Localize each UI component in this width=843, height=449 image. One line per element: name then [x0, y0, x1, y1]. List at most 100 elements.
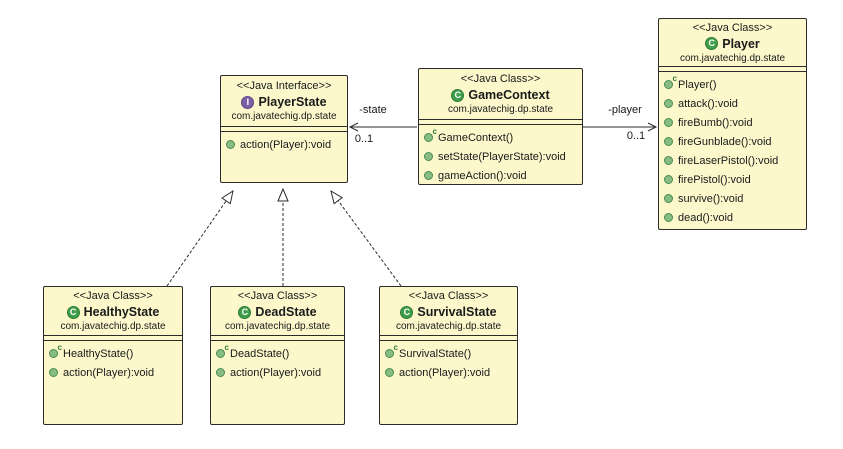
member-row: c SurvivalState(): [385, 344, 517, 363]
stereotype-label: <<Java Class>>: [237, 290, 318, 302]
methods-compartment: action(Player):void: [221, 132, 347, 182]
class-box-player: <<Java Class>> C Player com.javatechig.d…: [658, 18, 807, 230]
method-label: action(Player):void: [63, 366, 155, 379]
method-label: firePistol():void: [678, 173, 751, 186]
method-label: fireGunblade():void: [678, 135, 772, 148]
method-label: gameAction():void: [438, 169, 527, 182]
method-label: action(Player):void: [399, 366, 491, 379]
class-icon: C: [66, 305, 80, 319]
member-row: action(Player):void: [49, 363, 182, 382]
interface-icon: I: [241, 95, 255, 109]
class-name: GameContext: [468, 88, 550, 102]
method-icon: [424, 171, 433, 180]
method-label: survive():void: [678, 192, 744, 205]
association-state-label: -state: [359, 104, 387, 116]
method-icon: [664, 213, 673, 222]
member-row: dead():void: [664, 208, 806, 227]
realization-survivalstate-line: [331, 191, 402, 287]
constructor-icon: c: [664, 75, 677, 89]
association-state-multiplicity: 0..1: [354, 133, 374, 145]
class-icon: C: [705, 37, 719, 50]
member-row: attack():void: [664, 94, 806, 113]
constructor-icon: c: [424, 128, 437, 142]
class-icon: C: [400, 305, 414, 319]
class-name: Player: [722, 36, 760, 51]
method-label: DeadState(): [230, 347, 290, 360]
method-label: Player(): [678, 78, 717, 91]
methods-compartment: c DeadState() action(Player):void: [211, 341, 344, 424]
method-label: GameContext(): [438, 131, 514, 144]
realization-healthystate-line: [166, 191, 233, 287]
method-icon: [664, 194, 673, 203]
package-label: com.javatechig.dp.state: [224, 321, 331, 332]
class-name: SurvivalState: [417, 305, 497, 319]
fields-compartment: [211, 336, 344, 341]
constructor-icon: c: [49, 344, 62, 358]
constructor-icon: c: [385, 344, 398, 358]
method-label: SurvivalState(): [399, 347, 472, 360]
method-icon: [664, 175, 673, 184]
class-title-gamecontext: <<Java Class>> C GameContext com.javatec…: [419, 69, 582, 120]
package-label: com.javatechig.dp.state: [447, 104, 554, 115]
class-box-gamecontext: <<Java Class>> C GameContext com.javatec…: [418, 68, 583, 185]
method-icon: [664, 156, 673, 165]
member-row: action(Player):void: [216, 363, 344, 382]
method-label: attack():void: [678, 97, 738, 110]
class-title-survivalstate: <<Java Class>> C SurvivalState com.javat…: [380, 287, 517, 336]
fields-compartment: [419, 120, 582, 125]
methods-compartment: c Player() attack():void fireBumb():void…: [659, 72, 806, 229]
class-title-player: <<Java Class>> C Player com.javatechig.d…: [659, 19, 806, 67]
class-box-deadstate: <<Java Class>> C DeadState com.javatechi…: [210, 286, 345, 425]
methods-compartment: c GameContext() setState(PlayerState):vo…: [419, 125, 582, 185]
constructor-icon: c: [216, 344, 229, 358]
class-box-survivalstate: <<Java Class>> C SurvivalState com.javat…: [379, 286, 518, 425]
methods-compartment: c SurvivalState() action(Player):void: [380, 341, 517, 424]
class-name: HealthyState: [83, 305, 160, 319]
member-row: c DeadState(): [216, 344, 344, 363]
method-icon: [49, 368, 58, 377]
association-player-multiplicity: 0..1: [626, 130, 646, 142]
member-row: setState(PlayerState):void: [424, 147, 582, 166]
method-icon: [385, 368, 394, 377]
stereotype-label: <<Java Class>>: [692, 21, 773, 34]
class-icon: C: [451, 88, 465, 102]
package-label: com.javatechig.dp.state: [679, 52, 786, 64]
stereotype-label: <<Java Class>>: [408, 290, 489, 302]
member-row: survive():void: [664, 189, 806, 208]
method-label: action(Player):void: [230, 366, 322, 379]
method-icon: [424, 152, 433, 161]
stereotype-label: <<Java Class>>: [460, 73, 541, 85]
method-label: action(Player):void: [240, 138, 332, 151]
class-name: PlayerState: [258, 95, 327, 109]
stereotype-label: <<Java Class>>: [73, 290, 153, 302]
class-title-healthystate: <<Java Class>> C HealthyState com.javate…: [44, 287, 182, 336]
method-icon: [664, 118, 673, 127]
method-label: dead():void: [678, 211, 734, 224]
stereotype-label: <<Java Interface>>: [236, 80, 332, 92]
package-label: com.javatechig.dp.state: [60, 321, 166, 332]
class-box-playerstate: <<Java Interface>> I PlayerState com.jav…: [220, 75, 348, 183]
method-icon: [216, 368, 225, 377]
method-icon: [226, 140, 235, 149]
method-icon: [664, 137, 673, 146]
package-label: com.javatechig.dp.state: [231, 111, 337, 122]
class-icon: C: [238, 305, 252, 319]
member-row: fireBumb():void: [664, 113, 806, 132]
member-row: c GameContext(): [424, 128, 582, 147]
member-row: gameAction():void: [424, 166, 582, 185]
association-player-label: -player: [608, 104, 642, 116]
member-row: action(Player):void: [385, 363, 517, 382]
package-label: com.javatechig.dp.state: [395, 321, 502, 332]
member-row: fireGunblade():void: [664, 132, 806, 151]
fields-compartment: [659, 67, 806, 72]
class-title-playerstate: <<Java Interface>> I PlayerState com.jav…: [221, 76, 347, 127]
class-box-healthystate: <<Java Class>> C HealthyState com.javate…: [43, 286, 183, 425]
class-title-deadstate: <<Java Class>> C DeadState com.javatechi…: [211, 287, 344, 336]
method-label: HealthyState(): [63, 347, 134, 360]
fields-compartment: [380, 336, 517, 341]
method-label: fireLaserPistol():void: [678, 154, 779, 167]
member-row: action(Player):void: [226, 135, 347, 154]
member-row: firePistol():void: [664, 170, 806, 189]
